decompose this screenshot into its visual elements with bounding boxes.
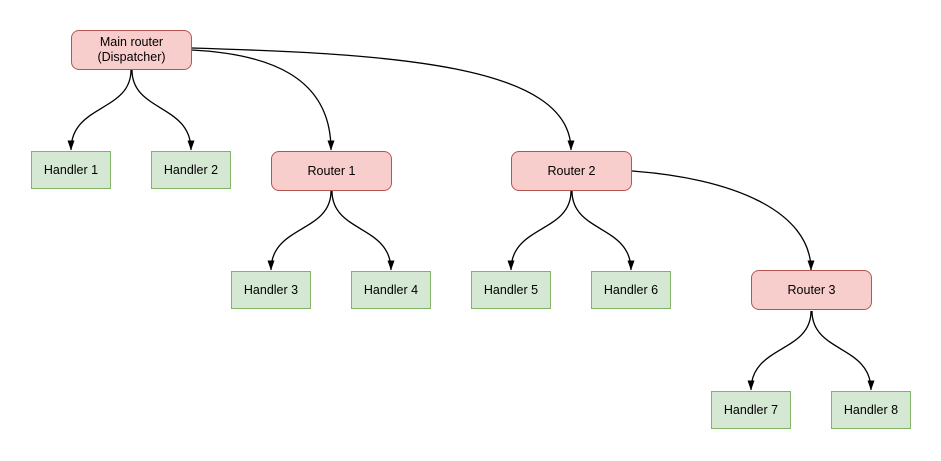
- node-handler-5: Handler 5: [471, 271, 551, 309]
- node-handler-6: Handler 6: [591, 271, 671, 309]
- node-main-router: Main router (Dispatcher): [71, 30, 192, 70]
- edge-main-router-to-router-1: [191, 49, 335, 151]
- edge-router-1-to-handler-3: [267, 190, 332, 271]
- node-router-2-label: Router 2: [547, 163, 596, 178]
- node-handler-6-label: Handler 6: [603, 282, 659, 297]
- node-handler-4-label: Handler 4: [363, 282, 419, 297]
- node-handler-3: Handler 3: [231, 271, 311, 309]
- edge-router-2-to-handler-5: [507, 190, 572, 271]
- node-router-1-label: Router 1: [307, 163, 356, 178]
- node-handler-2-label: Handler 2: [163, 162, 219, 177]
- node-main-router-label: Main router (Dispatcher): [97, 35, 166, 64]
- node-handler-1-label: Handler 1: [43, 162, 99, 177]
- node-router-3-label: Router 3: [787, 282, 836, 297]
- node-router-2: Router 2: [511, 151, 632, 191]
- edge-main-router-to-router-2: [191, 47, 575, 151]
- node-handler-7-label: Handler 7: [723, 402, 779, 417]
- edge-main-router-to-handler-2: [131, 69, 195, 151]
- node-handler-5-label: Handler 5: [483, 282, 539, 297]
- node-router-1: Router 1: [271, 151, 392, 191]
- node-handler-8: Handler 8: [831, 391, 911, 429]
- node-router-3: Router 3: [751, 270, 872, 310]
- node-handler-2: Handler 2: [151, 151, 231, 189]
- edge-router-2-to-router-3: [631, 170, 815, 271]
- node-handler-7: Handler 7: [711, 391, 791, 429]
- edge-router-2-to-handler-6: [571, 190, 635, 271]
- node-handler-1: Handler 1: [31, 151, 111, 189]
- node-handler-4: Handler 4: [351, 271, 431, 309]
- edge-router-1-to-handler-4: [331, 190, 395, 271]
- edge-router-3-to-handler-8: [811, 310, 875, 391]
- edge-router-3-to-handler-7: [747, 310, 812, 391]
- node-handler-8-label: Handler 8: [843, 402, 899, 417]
- node-handler-3-label: Handler 3: [243, 282, 299, 297]
- edge-main-router-to-handler-1: [67, 69, 132, 151]
